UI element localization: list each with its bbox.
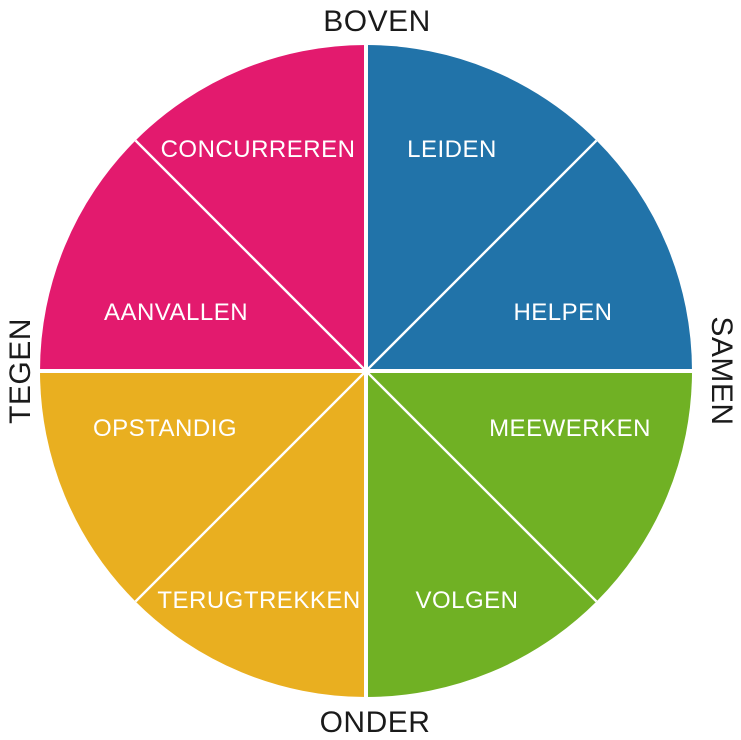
axis-label-samen: SAMEN xyxy=(705,316,738,425)
axis-label-tegen: TEGEN xyxy=(4,318,37,424)
sector-label-volgen: VOLGEN xyxy=(415,587,518,614)
sector-label-meewerken: MEEWERKEN xyxy=(489,415,651,442)
sector-label-opstandig: OPSTANDIG xyxy=(93,415,237,442)
axis-label-boven: BOVEN xyxy=(323,5,431,38)
sector-helpen xyxy=(366,140,692,371)
sector-label-aanvallen: AANVALLEN xyxy=(104,299,248,326)
sector-label-concurreren: CONCURREREN xyxy=(161,136,356,163)
axis-labels: BOVEN ONDER TEGEN SAMEN xyxy=(4,5,738,739)
sector-meewerken xyxy=(366,371,692,602)
divider-lines xyxy=(40,45,692,697)
sector-terugtrekken xyxy=(135,371,366,697)
divider-diagonal-tr-bl xyxy=(134,139,598,603)
sector-concurreren xyxy=(135,45,366,371)
sector-opstandig xyxy=(40,371,366,602)
sector-label-leiden: LEIDEN xyxy=(407,136,497,163)
sector-volgen xyxy=(366,371,597,697)
axis-label-onder: ONDER xyxy=(320,706,431,739)
sector-label-terugtrekken: TERUGTREKKEN xyxy=(157,587,360,614)
sector-labels: CONCURREREN LEIDEN AANVALLEN HELPEN OPST… xyxy=(93,136,651,614)
sector-label-helpen: HELPEN xyxy=(513,299,612,326)
sector-leiden xyxy=(366,45,597,371)
sector-wedges xyxy=(40,45,692,697)
sector-aanvallen xyxy=(40,140,366,371)
